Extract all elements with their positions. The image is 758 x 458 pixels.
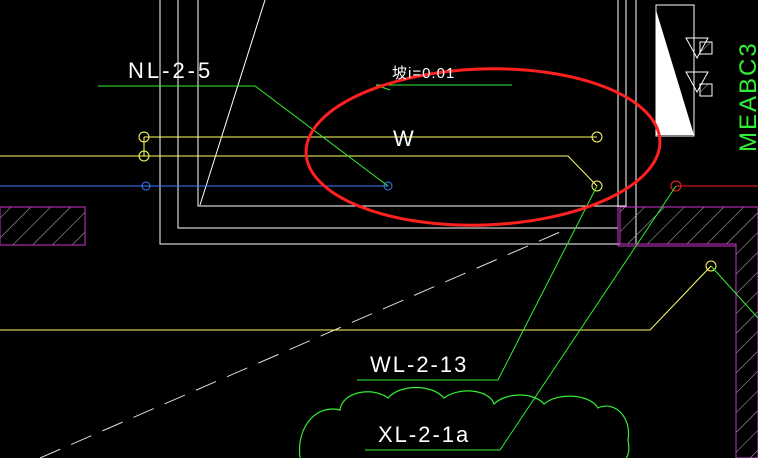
equipment-symbol <box>655 4 713 137</box>
pipe-label-wl: WL-2-13 <box>370 352 468 377</box>
blue-pipe <box>0 181 393 191</box>
red-pipe <box>670 180 758 192</box>
slope-note: 坡i=0.01 <box>392 65 455 82</box>
pipe-label-xl: XL-2-1a <box>378 422 470 447</box>
green-leaders <box>98 84 758 451</box>
yellow-pipes <box>0 136 712 331</box>
vertical-label: MEABC3 <box>735 41 758 152</box>
building-outline <box>159 0 637 245</box>
red-highlight-ellipse <box>304 67 662 227</box>
pipe-marker-w: W <box>393 126 414 151</box>
hatched-wall-left <box>0 206 86 246</box>
yellow-pipe-nodes <box>138 131 717 272</box>
hatched-wall-right <box>617 206 758 458</box>
tree-cloud <box>298 387 630 458</box>
dashed-reference-line <box>39 231 561 458</box>
pipe-label-nl: NL-2-5 <box>128 58 213 83</box>
